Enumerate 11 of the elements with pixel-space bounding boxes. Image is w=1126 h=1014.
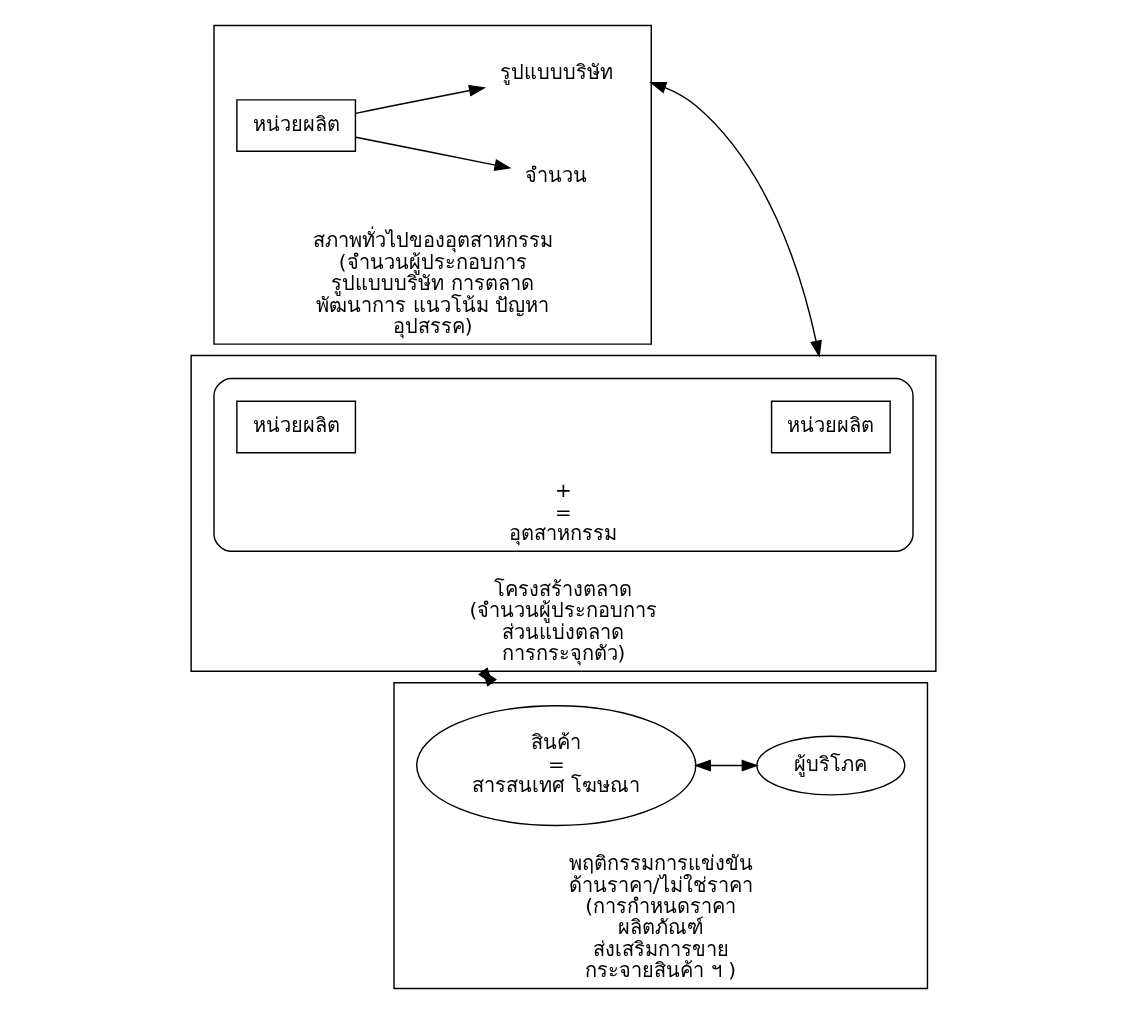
arrow: [354, 84, 486, 115]
node-box: หน่วยผลิต: [770, 400, 891, 454]
arrow: [648, 82, 822, 358]
arrow: [693, 759, 759, 772]
node-text: จำนวน: [524, 163, 587, 188]
node-text: รูปแบบบริษัท: [499, 60, 613, 85]
node-ellipse: สินค้า = สารสนเทศ โฆษณา: [415, 704, 696, 827]
node-ellipse: ผู้บริโภค: [755, 735, 905, 796]
node-box: หน่วยผลิต: [235, 400, 356, 454]
node-box: หน่วยผลิต: [235, 99, 356, 152]
arrow: [354, 136, 512, 171]
